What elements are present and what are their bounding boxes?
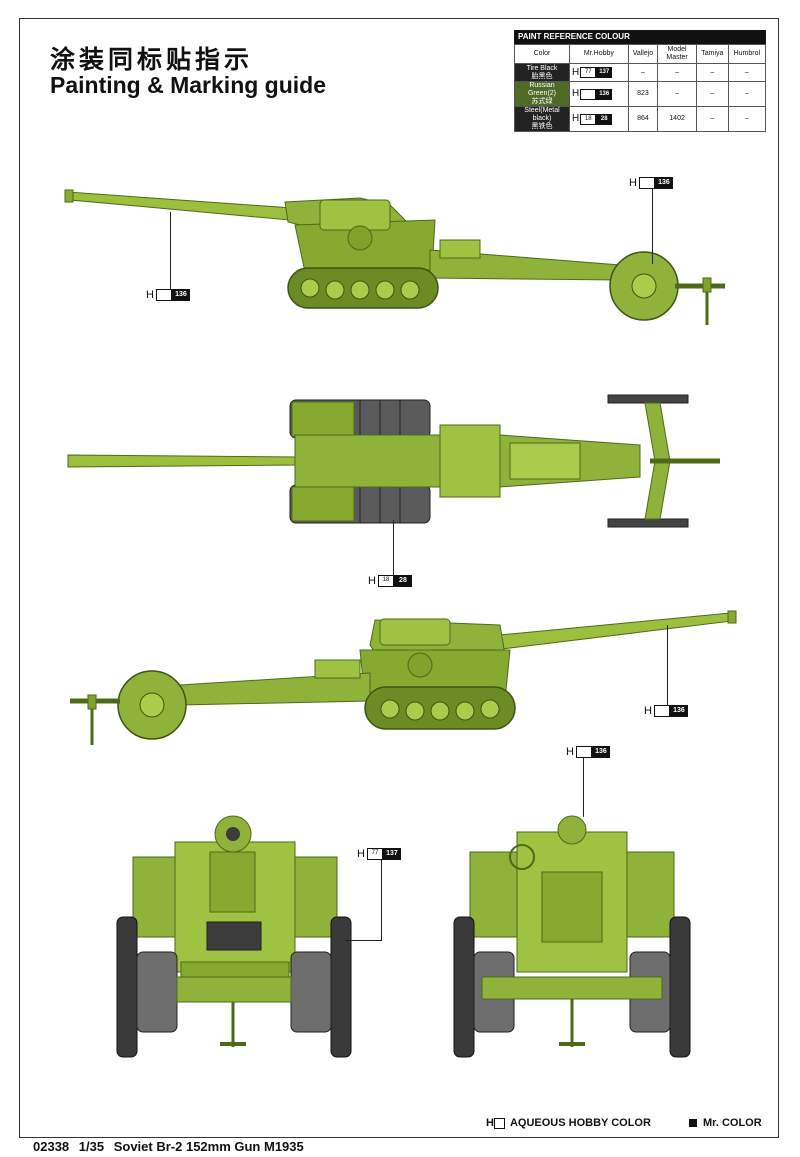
mr-color-code: 136 [171, 289, 190, 301]
paint-table-title: PAINT REFERENCE COLOUR [514, 30, 766, 44]
leader-line [170, 212, 171, 294]
color-name-cn: 苏式绿 [531, 98, 553, 105]
callout-side-body: H 136 [146, 289, 190, 301]
h-letter: H [629, 177, 637, 189]
aqueous-code [653, 705, 670, 717]
col-header: Color [514, 44, 570, 64]
kit-code: 02338 [33, 1139, 70, 1154]
humbrol-cell: – [727, 63, 767, 82]
callout-side-right: H 136 [644, 705, 688, 717]
model-master-cell: – [657, 63, 698, 82]
leader-line [345, 940, 382, 941]
side-view-left [64, 189, 725, 325]
tamiya-cell: – [696, 106, 729, 132]
page-title-chinese: 涂装同标贴指示 [50, 45, 254, 74]
legend-mr-color-label: Mr. COLOR [703, 1117, 762, 1129]
callout-front-tires: H 77 137 [357, 848, 401, 860]
leader-line [381, 860, 382, 940]
filled-square-icon [689, 1119, 697, 1127]
aqueous-code [155, 289, 172, 301]
kit-name: Soviet Br-2 152mm Gun M1935 [113, 1139, 304, 1154]
mr-color-code: 28 [596, 113, 613, 125]
leader-line [393, 520, 394, 582]
aqueous-code: 18 [580, 113, 597, 125]
mr-color-code: 136 [596, 88, 613, 100]
color-name-cell: Steel(Metal black) 黑铁色 [514, 106, 570, 132]
aqueous-code [575, 746, 592, 758]
color-name-cell: Tire Black 胎黑色 [514, 63, 570, 82]
col-header: Mr.Hobby [569, 44, 629, 64]
h-letter: H [368, 575, 376, 587]
aqueous-code: 18 [377, 575, 394, 587]
paint-table-header-row: Color Mr.Hobby Vallejo Model Master Tami… [514, 44, 767, 64]
tamiya-cell: – [696, 81, 729, 107]
leader-line [583, 757, 584, 817]
paint-reference-table: PAINT REFERENCE COLOUR Color Mr.Hobby Va… [514, 30, 767, 132]
mr-color-code: 28 [393, 575, 412, 587]
rear-view [453, 815, 691, 1058]
h-letter: H [572, 66, 580, 78]
vallejo-cell: – [627, 63, 659, 82]
legend-aqueous-label: AQUEOUS HOBBY COLOR [509, 1117, 651, 1129]
leader-line [667, 625, 668, 711]
color-name-en: Steel(Metal black) [524, 107, 560, 122]
h-letter: H [566, 746, 574, 758]
legend-aqueous: H AQUEOUS HOBBY COLOR [486, 1117, 651, 1129]
page-frame [19, 18, 779, 1138]
front-view [116, 815, 352, 1058]
color-name-cell: Russian Green(2) 苏式绿 [514, 81, 570, 107]
col-header: Humbrol [727, 44, 767, 64]
leader-line [652, 184, 653, 264]
tamiya-cell: – [696, 63, 729, 82]
kit-title: 02338 1/35 Soviet Br-2 152mm Gun M1935 [33, 1139, 310, 1154]
mr-color-code: 137 [596, 67, 613, 78]
color-name-cn: 胎黑色 [531, 72, 553, 80]
humbrol-cell: – [727, 81, 767, 107]
callout-side-wheel: H 136 [629, 177, 673, 189]
table-row: Russian Green(2) 苏式绿 H 136 823 – – – [514, 81, 767, 107]
col-header: Model Master [657, 44, 698, 64]
aqueous-code [638, 177, 655, 189]
h-letter: H [572, 113, 580, 124]
mr-color-code: 137 [382, 848, 401, 860]
color-name-en: Tire Black [526, 64, 558, 72]
h-letter: H [146, 289, 154, 301]
h-letter: H [357, 848, 365, 860]
vallejo-cell: 823 [627, 81, 659, 107]
callout-top-steel: H 18 28 [368, 575, 412, 587]
h-letter: H [572, 88, 580, 99]
color-name-cn: 黑铁色 [531, 123, 553, 130]
aqueous-code: 77 [580, 67, 597, 78]
h-letter: H [644, 705, 652, 717]
col-header: Tamiya [696, 44, 729, 64]
page-title: Painting & Marking guide [50, 72, 327, 98]
color-name-en: Russian Green(2) [527, 82, 556, 97]
vallejo-cell: 864 [627, 106, 659, 132]
model-master-cell: – [657, 81, 698, 107]
aqueous-code [580, 88, 597, 100]
mr-color-code: 136 [654, 177, 673, 189]
model-master-cell: 1402 [657, 106, 698, 132]
callout-rear: H 136 [566, 746, 610, 758]
side-view-right [70, 610, 737, 745]
h-letter: H [486, 1117, 494, 1129]
legend-mr-color: Mr. COLOR [689, 1117, 762, 1129]
top-view [67, 394, 720, 528]
humbrol-cell: – [727, 106, 767, 132]
open-square-icon [493, 1117, 505, 1129]
kit-scale: 1/35 [78, 1139, 105, 1154]
mr-color-code: 136 [669, 705, 688, 717]
col-header: Vallejo [627, 44, 659, 64]
mr-hobby-cell: H 136 [569, 81, 629, 107]
mr-color-code: 136 [591, 746, 610, 758]
aqueous-code: 77 [366, 848, 383, 860]
